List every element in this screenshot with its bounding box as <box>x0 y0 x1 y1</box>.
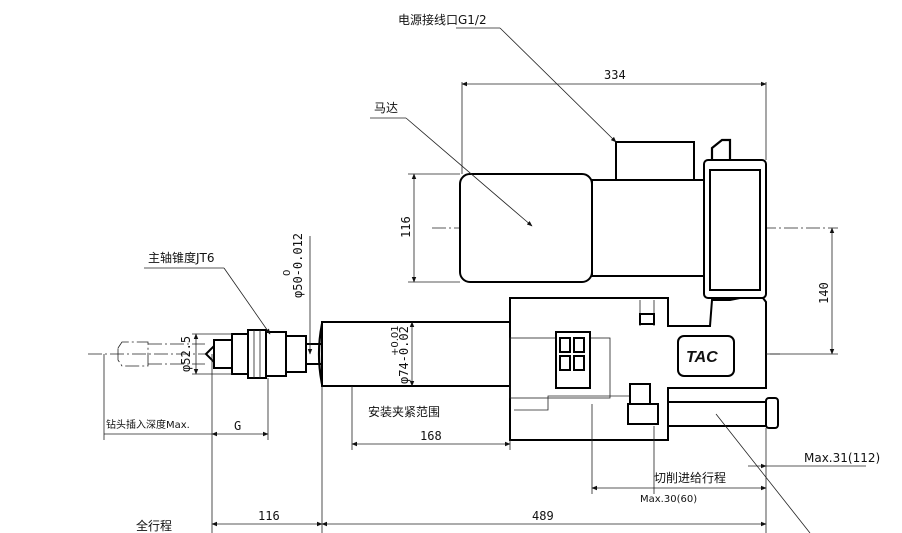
motor <box>459 138 767 299</box>
power-port-label: 电源接线口G1/2 <box>398 12 487 27</box>
dim-140: 140 <box>817 282 831 304</box>
spindle-taper-label: 主轴锥度JT6 <box>148 250 215 265</box>
dim-motor-116: 116 <box>399 216 413 238</box>
chuck-depth-label: 钻头插入深度Max. <box>106 418 190 431</box>
dim-max31: Max.31(112) <box>804 451 880 465</box>
dim-chuck-dia: φ52.5 <box>179 336 193 372</box>
feed-cylinder <box>667 397 779 429</box>
dim-max30: Max.30(60) <box>640 494 697 505</box>
dim-116-bottom: 116 <box>258 509 280 523</box>
brand-logo: TAC <box>686 349 718 366</box>
clamp-range-label: 安装夹紧范围 <box>368 404 440 419</box>
drill-chuck <box>204 329 307 379</box>
dim-g: G <box>234 419 241 433</box>
dim-334: 334 <box>604 68 626 82</box>
dim-spindle-dia: φ50-0.012 <box>291 233 305 298</box>
feed-stroke-label: 切削进给行程 <box>654 470 726 485</box>
motor-label: 马达 <box>374 101 398 115</box>
dim-489: 489 <box>532 509 554 523</box>
quill-body <box>305 321 511 387</box>
dim-body-dia: φ74-0.02 <box>397 326 411 384</box>
main-housing: TAC <box>509 292 767 441</box>
dim-168: 168 <box>420 429 442 443</box>
dim-spindle-dia-tol: 0 <box>282 270 293 276</box>
dim-body-dia-tol: +0.01 <box>390 325 401 356</box>
full-stroke-label: 全行程 <box>136 518 172 533</box>
